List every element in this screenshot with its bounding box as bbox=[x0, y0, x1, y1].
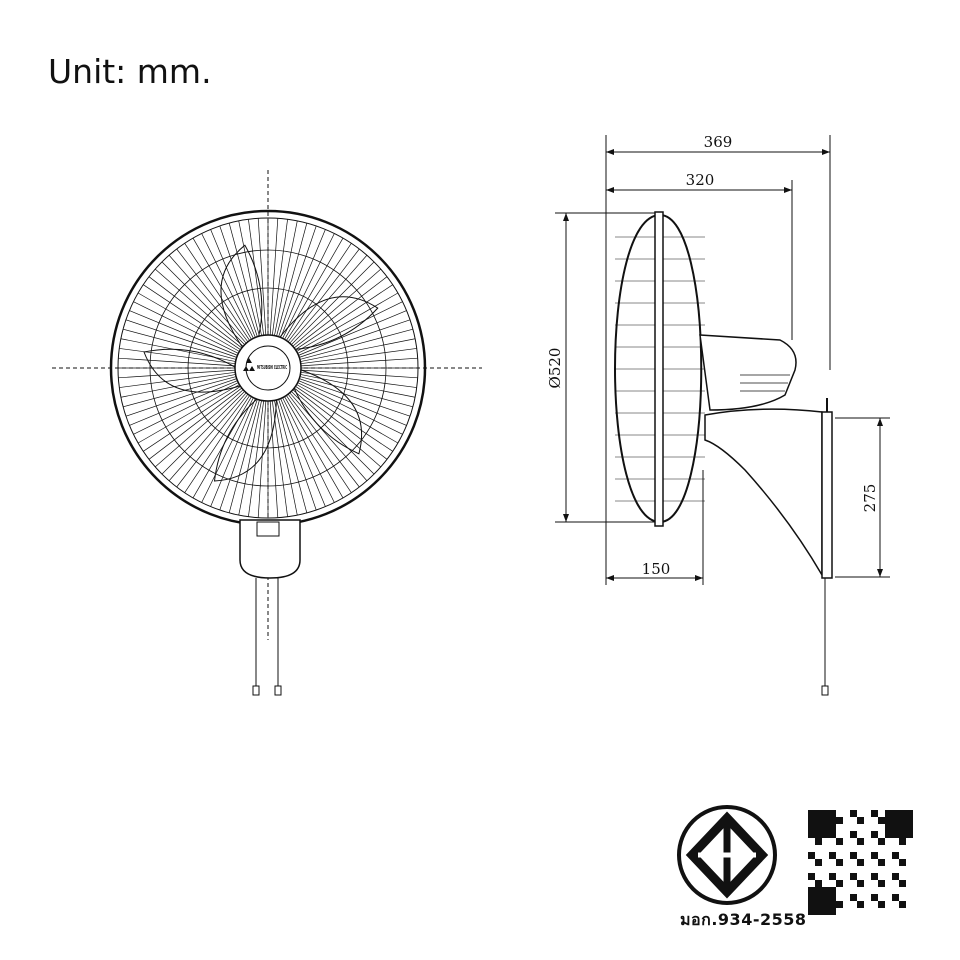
qr-code[interactable] bbox=[808, 810, 913, 915]
tis-standard-label: มอก.934-2558 bbox=[680, 910, 807, 929]
mitsubishi-logo-icon bbox=[243, 358, 255, 371]
front-view-lower bbox=[239, 519, 301, 696]
dim-150-label: 150 bbox=[642, 560, 671, 578]
motor-housing bbox=[699, 334, 797, 411]
dim-369-label: 369 bbox=[704, 133, 733, 151]
side-view bbox=[614, 211, 833, 696]
wall-bracket bbox=[704, 408, 823, 578]
unit-label: Unit: mm. bbox=[48, 52, 212, 91]
front-guard-outline bbox=[659, 214, 703, 523]
hub-badge bbox=[234, 334, 302, 402]
fan-blades bbox=[143, 244, 379, 482]
guard-rim bbox=[654, 211, 664, 527]
side-pull-cord-handle bbox=[821, 685, 829, 696]
control-box bbox=[239, 519, 301, 579]
dim-520-label: Ø520 bbox=[546, 348, 564, 389]
tis-certification-mark bbox=[677, 805, 777, 905]
dim-275-label: 275 bbox=[861, 484, 879, 513]
dimension-lines bbox=[555, 135, 890, 585]
dim-320-label: 320 bbox=[686, 171, 715, 189]
rear-guard-outline bbox=[614, 214, 661, 523]
guard-spokes bbox=[118, 218, 418, 518]
brand-logo-text: MITSUBISHI ELECTRIC bbox=[257, 365, 287, 371]
pull-cord-handle-right bbox=[274, 685, 282, 696]
control-switch bbox=[256, 521, 280, 537]
pull-cord-handle-left bbox=[252, 685, 260, 696]
wall-plate bbox=[821, 411, 833, 579]
